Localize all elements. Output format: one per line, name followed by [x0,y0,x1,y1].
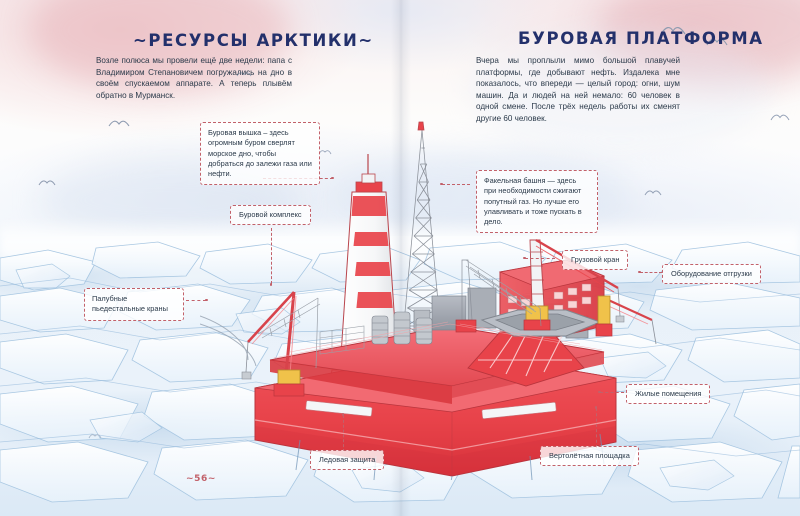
leader-dot [331,176,334,180]
loading-equipment [595,295,657,345]
deck-railings [273,321,603,359]
leader-loading-equipment [640,272,662,273]
right-page-paragraph: Вчера мы проплыли мимо большой плавучей … [476,56,680,123]
left-page-heading: ~РЕСУРСЫ АРКТИКИ~ [133,31,374,50]
leader-dot [341,413,345,416]
callout-deck-pedestal-cranes[interactable]: Палубные пьедестальные краны [84,288,184,321]
cargo-crane-right [523,238,625,331]
callout-helipad[interactable]: Вертолётная площадка [540,446,639,467]
leader-flare [442,184,470,185]
leader-dot [205,298,208,302]
leader-living-quarters [600,392,624,393]
pipe-rack [319,325,365,355]
callout-living-quarters[interactable]: Жилые помещения [626,384,711,405]
page-number: ~56~ [186,474,217,484]
leader-dot [440,182,443,186]
separator-vessels [371,311,433,345]
leader-dot [594,406,598,409]
leader-deck-cranes [186,300,206,301]
leader-dot [598,390,601,394]
callout-cargo-crane[interactable]: Грузовой кран [562,250,629,271]
leader-ice-protection [343,415,344,452]
leader-drilling-complex [271,228,272,284]
leader-cargo-crane [525,258,555,259]
left-page-paragraph: Возле полюса мы провели ещё две недели: … [96,56,292,100]
callout-loading-equipment[interactable]: Оборудование отгрузки [662,264,761,285]
callout-flare-tower[interactable]: Факельная башня — здесь при необходимост… [476,170,598,234]
leader-helipad [596,408,597,448]
oil-platform-illustration [200,121,657,480]
callout-derrick[interactable]: Буровая вышка – здесь огромным буром све… [200,122,320,186]
deck-pedestal-cranes [200,291,321,397]
leader-dot [269,283,273,286]
leader-dot [638,270,641,274]
callout-drilling-complex[interactable]: Буровой комплекс [230,205,311,226]
leader-dot [523,256,526,260]
callout-ice-protection[interactable]: Ледовая защита [310,450,385,471]
cargo-crane-center [455,259,542,333]
right-page-heading: БУРОВАЯ ПЛАТФОРМА [518,29,764,48]
helipad [467,309,602,387]
